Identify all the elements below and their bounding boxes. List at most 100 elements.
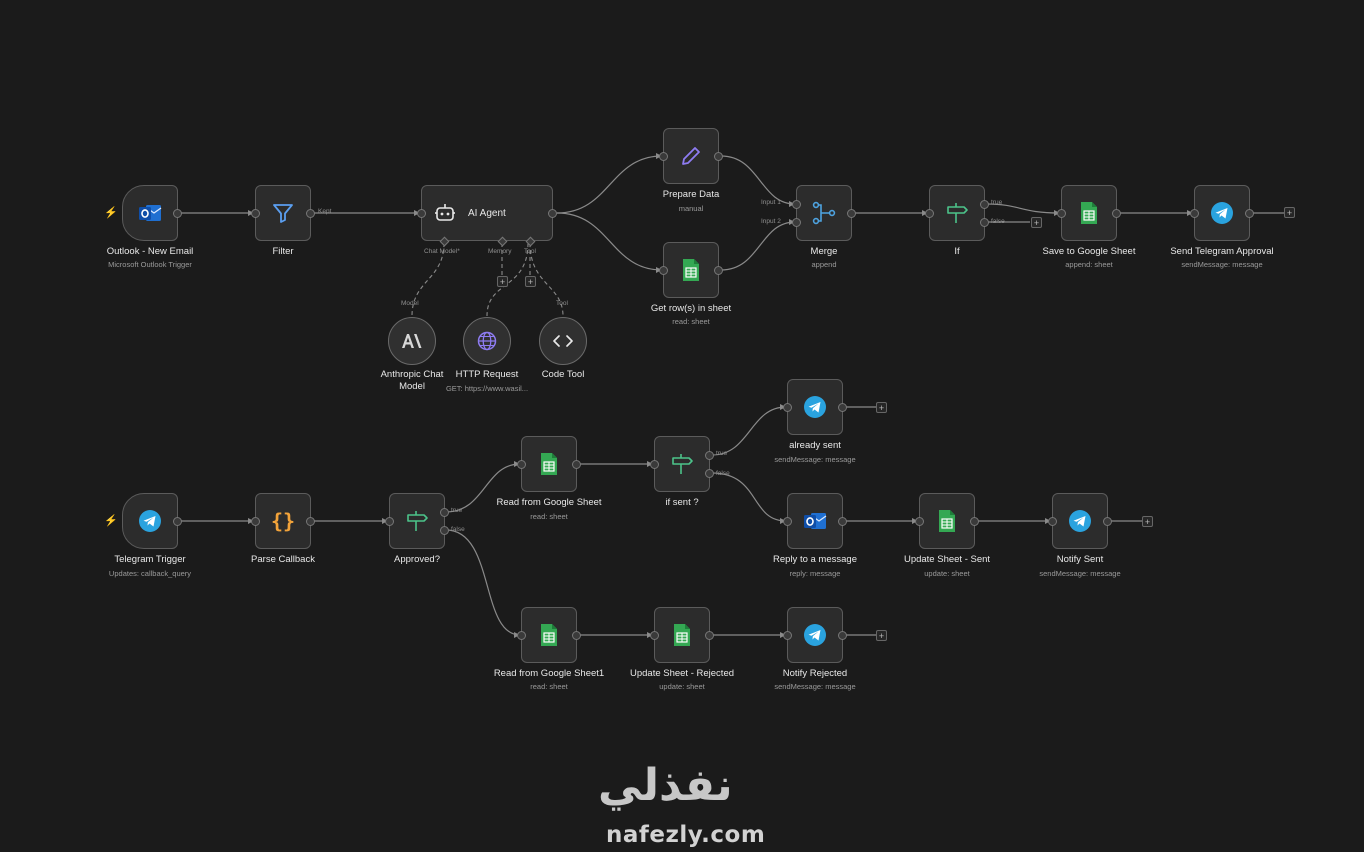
node-prepare-data[interactable] xyxy=(659,128,723,184)
output-port[interactable] xyxy=(705,631,714,640)
node-anthropic-chat-model[interactable] xyxy=(388,317,436,365)
input-port-2[interactable] xyxy=(792,218,801,227)
node-update-sheet-sent[interactable] xyxy=(915,493,979,549)
output-port-true[interactable] xyxy=(705,451,714,460)
output-port[interactable] xyxy=(1245,209,1254,218)
output-port-true[interactable] xyxy=(440,508,449,517)
node-telegram-trigger[interactable] xyxy=(122,493,182,549)
output-port[interactable] xyxy=(173,517,182,526)
input-port[interactable] xyxy=(783,403,792,412)
node-read-from-google-sheet[interactable] xyxy=(517,436,581,492)
trigger-bolt-icon: ⚡ xyxy=(104,515,118,527)
input-port[interactable] xyxy=(385,517,394,526)
watermark-latin: nafezly.com xyxy=(606,822,766,848)
input-port[interactable] xyxy=(915,517,924,526)
node-save-to-google-sheet[interactable] xyxy=(1057,185,1121,241)
tool-port[interactable] xyxy=(525,236,536,247)
input-port[interactable] xyxy=(650,631,659,640)
node-already-sent[interactable] xyxy=(783,379,847,435)
node-subtitle: read: sheet xyxy=(672,317,710,326)
node-subtitle: sendMessage: message xyxy=(1181,260,1263,269)
node-title: AI Agent xyxy=(468,207,506,219)
output-port[interactable] xyxy=(838,403,847,412)
input-port[interactable] xyxy=(659,152,668,161)
input-port[interactable] xyxy=(251,209,260,218)
add-node-button[interactable]: + xyxy=(1031,217,1042,228)
output-port[interactable] xyxy=(714,152,723,161)
output-port[interactable] xyxy=(173,209,182,218)
google-sheets-icon xyxy=(937,509,957,533)
output-port-true[interactable] xyxy=(980,200,989,209)
node-subtitle: read: sheet xyxy=(530,682,568,691)
node-approved[interactable] xyxy=(385,493,449,549)
input-port[interactable] xyxy=(517,460,526,469)
output-port[interactable] xyxy=(838,517,847,526)
output-port[interactable] xyxy=(1112,209,1121,218)
output-port[interactable] xyxy=(572,460,581,469)
output-port[interactable] xyxy=(306,517,315,526)
node-title: Outlook - New Email xyxy=(106,246,194,257)
add-memory-button[interactable]: + xyxy=(497,276,508,287)
output-port-false[interactable] xyxy=(705,469,714,478)
output-label-true: true xyxy=(716,450,728,457)
node-reply-to-a-message[interactable] xyxy=(783,493,847,549)
node-subtitle: reply: message xyxy=(789,569,841,578)
output-port-false[interactable] xyxy=(440,526,449,535)
wire xyxy=(556,155,663,214)
node-notify-sent[interactable] xyxy=(1048,493,1112,549)
memory-port[interactable] xyxy=(497,236,508,247)
node-parse-callback[interactable]: {} xyxy=(251,493,315,549)
output-port[interactable] xyxy=(572,631,581,640)
output-port[interactable] xyxy=(306,209,315,218)
merge-icon xyxy=(811,200,837,226)
output-port[interactable] xyxy=(1103,517,1112,526)
input-port[interactable] xyxy=(1048,517,1057,526)
input-port[interactable] xyxy=(417,209,426,218)
node-subtitle: sendMessage: message xyxy=(774,455,856,464)
add-node-button[interactable]: + xyxy=(876,402,887,413)
google-sheets-icon xyxy=(539,452,559,476)
input-port-1[interactable] xyxy=(792,200,801,209)
input-port[interactable] xyxy=(925,209,934,218)
output-port[interactable] xyxy=(838,631,847,640)
output-label-false: false xyxy=(991,218,1005,225)
input-port[interactable] xyxy=(783,517,792,526)
port-label-memory: Memory xyxy=(488,248,512,255)
node-notify-rejected[interactable] xyxy=(783,607,847,663)
node-if[interactable] xyxy=(925,185,989,241)
input-port[interactable] xyxy=(650,460,659,469)
node-code-tool[interactable] xyxy=(539,317,587,365)
input-port[interactable] xyxy=(1057,209,1066,218)
output-port-false[interactable] xyxy=(980,218,989,227)
node-outlook-new-email[interactable] xyxy=(122,185,182,241)
node-send-telegram-approval[interactable] xyxy=(1190,185,1254,241)
port-label-model: Model xyxy=(401,300,419,307)
output-label-true: true xyxy=(991,199,1003,206)
output-port[interactable] xyxy=(548,209,557,218)
output-port[interactable] xyxy=(970,517,979,526)
node-filter[interactable] xyxy=(251,185,315,241)
add-node-button[interactable]: + xyxy=(1284,207,1295,218)
add-node-button[interactable]: + xyxy=(1142,516,1153,527)
node-merge[interactable] xyxy=(792,185,856,241)
input-port[interactable] xyxy=(783,631,792,640)
output-port[interactable] xyxy=(847,209,856,218)
node-http-request[interactable] xyxy=(463,317,511,365)
node-get-rows[interactable] xyxy=(659,242,723,298)
output-port[interactable] xyxy=(714,266,723,275)
add-node-button[interactable]: + xyxy=(876,630,887,641)
telegram-icon xyxy=(1068,509,1092,533)
input-port[interactable] xyxy=(517,631,526,640)
node-if-sent[interactable] xyxy=(650,436,714,492)
input-port[interactable] xyxy=(1190,209,1199,218)
outlook-icon xyxy=(802,508,828,534)
node-read-from-google-sheet1[interactable] xyxy=(517,607,581,663)
node-ai-agent[interactable]: AI Agent xyxy=(417,185,557,247)
node-title: Approved? xyxy=(394,554,440,565)
add-tool-button[interactable]: + xyxy=(525,276,536,287)
input-port[interactable] xyxy=(659,266,668,275)
node-update-sheet-rejected[interactable] xyxy=(650,607,714,663)
chat-model-port[interactable] xyxy=(439,236,450,247)
input-port[interactable] xyxy=(251,517,260,526)
